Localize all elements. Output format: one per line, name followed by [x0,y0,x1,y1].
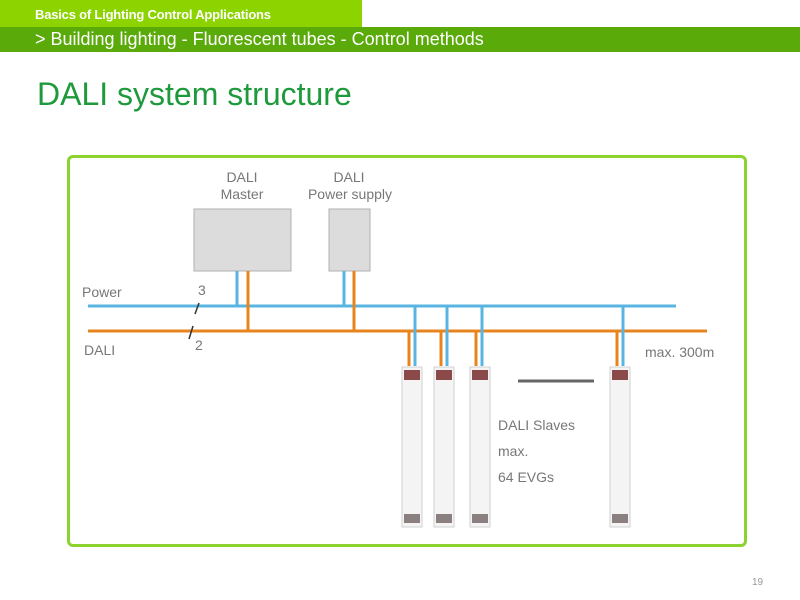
max-length-label: max. 300m [645,344,714,360]
psu-label-line2: Power supply [308,186,392,202]
dali-conductor-tick [188,325,194,340]
psu-label-line1: DALI [333,169,364,185]
slave-ballast [401,306,423,528]
slaves-label-line2: max. [498,443,528,459]
page-number: 19 [752,577,764,588]
master-label-line2: Master [221,186,264,202]
slaves-label-line3: 64 EVGs [498,469,554,485]
power-conductor-tick [194,302,200,315]
breadcrumb-bar: > Building lighting - Fluorescent tubes … [0,27,800,52]
master-label-line1: DALI [226,169,257,185]
breadcrumb: > Building lighting - Fluorescent tubes … [35,29,484,49]
slaves-label-line1: DALI Slaves [498,417,575,433]
dali-line-label: DALI [84,342,115,358]
page-title: DALI system structure [37,76,352,112]
slave-ballast [609,306,631,528]
dali-master-box [193,208,292,272]
slave-ballast [469,306,491,528]
dali-power-supply-box [328,208,371,272]
course-title: Basics of Lighting Control Applications [35,7,271,22]
slave-ballast [433,306,455,528]
course-header-bar: Basics of Lighting Control Applications [0,0,362,27]
power-line-label: Power [82,284,122,300]
power-conductor-count: 3 [198,282,206,298]
diagram-frame [67,155,747,547]
dali-conductor-count: 2 [195,337,203,353]
